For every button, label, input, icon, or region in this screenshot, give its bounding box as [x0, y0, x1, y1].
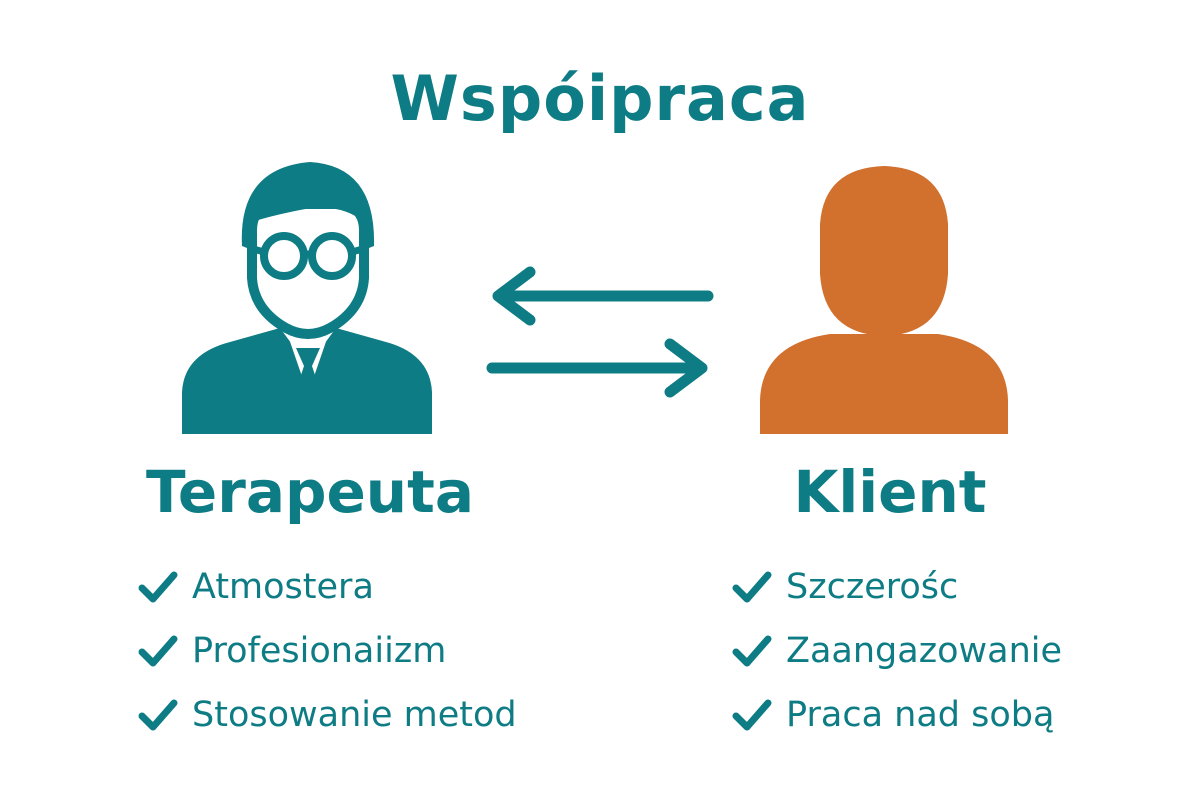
therapist-label: Terapeuta	[146, 458, 474, 526]
client-qualities-list: Szczerośc Zaangazowanie Praca nad sobą	[732, 555, 1062, 747]
client-person-icon	[760, 166, 1008, 434]
therapist-qualities-list: Atmostera Profesionaiizm Stosowanie meto…	[138, 555, 517, 747]
list-item: Szczerośc	[732, 555, 1062, 619]
list-item-text: Szczerośc	[786, 567, 959, 607]
list-item: Praca nad sobą	[732, 683, 1062, 747]
list-item-text: Zaangazowanie	[786, 631, 1063, 671]
list-item-text: Atmostera	[192, 567, 374, 607]
check-icon	[138, 571, 178, 603]
list-item-text: Stosowanie metod	[192, 695, 517, 735]
check-icon	[732, 635, 772, 667]
list-item: Stosowanie metod	[138, 683, 517, 747]
check-icon	[138, 699, 178, 731]
list-item-text: Praca nad sobą	[786, 695, 1055, 735]
client-label: Klient	[793, 458, 987, 526]
list-item-text: Profesionaiizm	[192, 631, 447, 671]
check-icon	[732, 699, 772, 731]
arrow-left-icon	[492, 266, 714, 326]
check-icon	[138, 635, 178, 667]
list-item: Zaangazowanie	[732, 619, 1062, 683]
list-item: Atmostera	[138, 555, 517, 619]
therapist-person-icon	[182, 162, 432, 434]
check-icon	[732, 571, 772, 603]
arrow-right-icon	[486, 338, 708, 398]
diagram-title: Wspóipraca	[390, 62, 810, 135]
list-item: Profesionaiizm	[138, 619, 517, 683]
